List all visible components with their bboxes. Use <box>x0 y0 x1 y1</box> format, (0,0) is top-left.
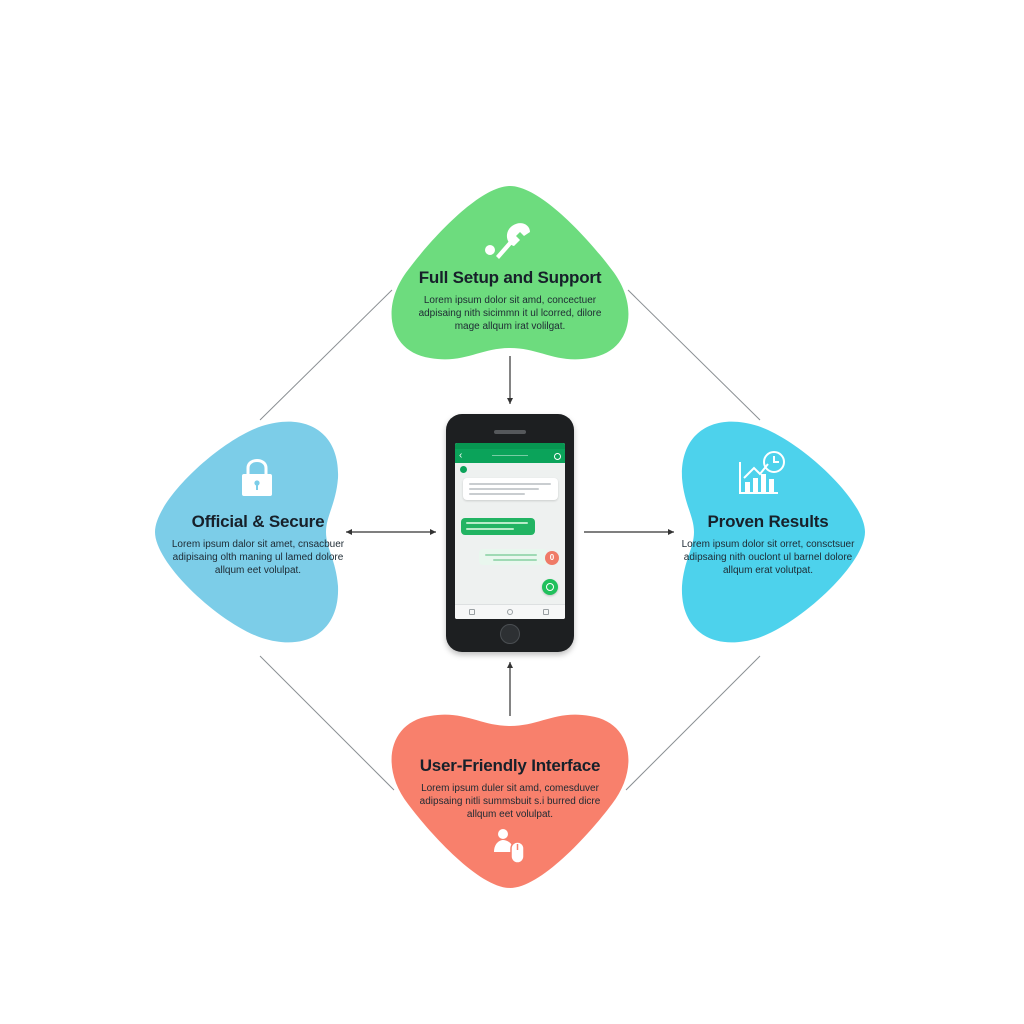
node-user-friendly-interface: User-Friendly Interface Lorem ipsum dule… <box>400 756 620 821</box>
notification-badge: 0 <box>545 551 559 565</box>
node-left-shape <box>155 421 339 643</box>
node-proven-results: Proven Results Lorem ipsum dolor sit orr… <box>670 512 866 577</box>
phone-nav-bar <box>455 604 565 619</box>
node-right-shape <box>681 421 865 643</box>
node-bottom-description-line: allqum eet volulpat. <box>466 809 554 820</box>
node-left-description-line: allqum eet volulpat. <box>214 565 302 576</box>
node-left-description-line: Lorem ipsum dalor sit amet, cnsacbuer <box>171 539 345 550</box>
node-bottom-title: User-Friendly Interface <box>419 756 601 775</box>
node-bottom-description-line: adipsaing nitli summsbuit s.i burred dic… <box>419 796 601 807</box>
phone-speaker <box>494 430 526 434</box>
node-right-description-line: Lorem ipsum dolor sit orret, consctsuer <box>681 539 855 550</box>
outgoing-message-bubble <box>461 518 535 535</box>
node-top-title: Full Setup and Support <box>418 268 602 287</box>
growth-chart-clock-icon <box>739 451 785 494</box>
node-left-title: Official & Secure <box>191 512 325 531</box>
recent-apps-icon <box>469 609 475 615</box>
node-official-secure: Official & Secure Lorem ipsum dalor sit … <box>160 512 356 577</box>
padlock-icon <box>242 459 272 496</box>
node-full-setup-support: Full Setup and Support Lorem ipsum dolor… <box>400 268 620 333</box>
phone-status-bar <box>455 443 565 449</box>
online-status-dot <box>460 466 467 473</box>
back-icon <box>543 609 549 615</box>
phone-home-button <box>500 624 520 644</box>
node-bottom-description: Lorem ipsum duler sit amd, comesduver ad… <box>400 782 620 821</box>
node-left-description: Lorem ipsum dalor sit amet, cnsacbuer ad… <box>160 538 356 577</box>
node-top-description-line: mage allqum irat volilgat. <box>454 321 566 332</box>
back-arrow-icon: ‹ <box>459 450 463 461</box>
home-icon <box>507 609 513 615</box>
connector-top-left <box>259 289 393 421</box>
node-top-description-line: adpisaing nith sicimmn it ul lcorred, di… <box>418 308 602 319</box>
node-right-description-line: adipsaing nith ouclont ul barnel dolore <box>683 552 853 563</box>
node-top-description: Lorem ipsum dolor sit amd, concectuer ad… <box>400 294 620 333</box>
chat-app-title: —————— <box>492 453 528 459</box>
node-bottom-shape <box>391 714 629 888</box>
user-mouse-icon <box>494 829 525 864</box>
connector-bottom-right <box>625 655 761 791</box>
phone-screen: ‹ —————— 0 <box>455 443 565 619</box>
node-right-title: Proven Results <box>707 512 829 531</box>
search-icon <box>554 453 561 460</box>
smartphone: ‹ —————— 0 <box>446 414 574 652</box>
node-right-description-line: allqum erat volutpat. <box>722 565 814 576</box>
node-bottom-description-line: Lorem ipsum duler sit amd, comesduver <box>421 783 599 794</box>
connector-bottom-left <box>259 655 395 791</box>
whatsapp-icon <box>542 579 558 595</box>
wrench-icon <box>485 223 530 259</box>
reply-message-bubble <box>479 549 547 565</box>
node-left-description-line: adipisaing olth maning ul lamed dolore <box>172 552 344 563</box>
incoming-message-bubble <box>463 478 558 500</box>
node-top-shape <box>391 186 629 360</box>
node-right-description: Lorem ipsum dolor sit orret, consctsuer … <box>670 538 866 577</box>
node-top-description-line: Lorem ipsum dolor sit amd, concectuer <box>423 295 597 306</box>
connector-top-right <box>627 289 761 421</box>
chat-app-bar: ‹ —————— <box>455 449 565 463</box>
